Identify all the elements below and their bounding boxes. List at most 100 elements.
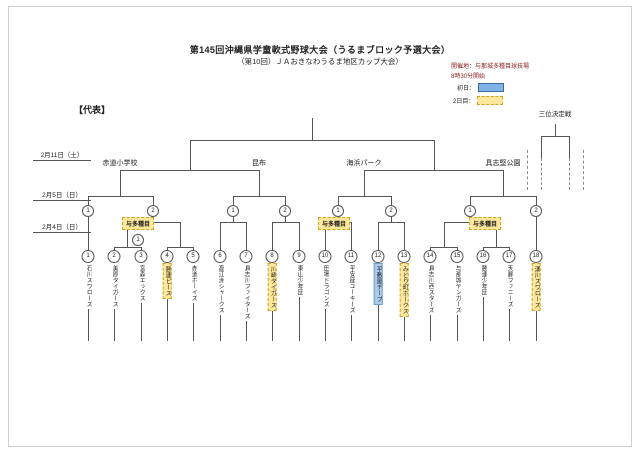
subvenue-box: 与多種目 (317, 217, 351, 230)
bracket-line (434, 140, 435, 171)
tournament-subtitle: （第10回）ＪＡおきなわうるま地区カップ大会） (237, 57, 403, 66)
bracket-line (378, 222, 405, 223)
bracket-line (127, 222, 128, 248)
team-name: 湧川スワローズ (531, 263, 541, 311)
bracket-line (272, 222, 300, 223)
team-name: みどり町ホークス (399, 263, 409, 317)
team-seed: 10 (318, 250, 332, 263)
team-name: 平安座ユーキーズ (347, 263, 355, 315)
game-number: 2 (530, 205, 542, 217)
team-name: 赤道ボーイズ (189, 263, 197, 303)
venue-label: 昆布 (250, 158, 268, 168)
game-number: 2 (385, 205, 397, 217)
third-place-label: 三位決定戦 (538, 111, 572, 118)
team-seed: 15 (450, 250, 464, 263)
team-seed: 2 (107, 250, 121, 263)
bracket-line (167, 247, 194, 248)
bracket-line-dashed (541, 158, 542, 190)
date-final: 2月11日（土） (33, 149, 91, 161)
team-name: 勝連ビース (162, 263, 172, 299)
bracket-line (180, 222, 181, 248)
bracket-line (120, 170, 121, 197)
sheet-border (8, 6, 632, 447)
team-name: 具志川西スターズ (426, 263, 434, 315)
legend-day1: 初日： (457, 83, 505, 92)
bracket-line (233, 196, 286, 197)
venue-note: 開催地：与那城多種目球技場 (451, 64, 530, 70)
team-name: 川崎タイガース (267, 263, 277, 311)
bracket-line (190, 140, 191, 171)
team-seed: 12 (371, 250, 385, 263)
bracket-line (496, 222, 497, 248)
team-seed: 14 (423, 250, 437, 263)
game-number: 1 (82, 205, 94, 217)
representative-label: 【代表】 (74, 105, 111, 115)
venue-label: 海浜パーク (344, 158, 384, 168)
bracket-line (312, 118, 313, 141)
game-number: 1 (332, 205, 344, 217)
team-seed: 3 (134, 250, 148, 263)
venue-label: 具志堅公園 (483, 158, 523, 168)
bracket-line (555, 124, 556, 137)
team-name: 美原タイガース (110, 263, 118, 309)
team-seed: 7 (239, 250, 253, 263)
game-number: 2 (279, 205, 291, 217)
venue-label: 赤道小学校 (100, 158, 140, 168)
team-seed: 17 (502, 250, 516, 263)
legend-day1-label: 初日： (457, 86, 476, 92)
start-time-note: 8時30分開始 (451, 74, 486, 81)
bracket-line (444, 222, 445, 248)
team-name: 与那城ヤンガーズ (453, 263, 461, 315)
bracket-line (88, 196, 154, 197)
bracket-line (541, 136, 570, 137)
bracket-line (430, 247, 458, 248)
bracket-line (470, 196, 537, 197)
bracket-line (364, 170, 365, 197)
team-seed: 1 (81, 250, 95, 263)
team-seed: 4 (160, 250, 174, 263)
legend-day2-swatch (477, 96, 504, 105)
bracket-line-dashed (569, 158, 570, 190)
event-info: 開催地：与那城多種目球技場 8時30分開始 (451, 62, 529, 82)
bracket-line (338, 196, 392, 197)
bracket-line (503, 170, 504, 197)
team-name: 東山少年団 (295, 263, 303, 297)
team-seed: 8 (265, 250, 279, 263)
team-seed: 9 (292, 250, 306, 263)
team-name: 勝連少年団 (479, 263, 487, 297)
team-name: 高江洲シャークス (216, 263, 224, 315)
bracket-line (541, 136, 542, 159)
bracket-line (259, 170, 260, 197)
game-number: 1 (464, 205, 476, 217)
subvenue-box: 与多種目 (468, 217, 502, 230)
tournament-title: 第145回沖縄県学童軟式野球大会（うるまブロック予選大会） (189, 45, 451, 55)
bracket-line (364, 170, 504, 171)
team-seed: 16 (476, 250, 490, 263)
date-first-round: 2月4日（日） (33, 221, 91, 233)
bracket-line (190, 140, 435, 141)
legend-day1-swatch (478, 83, 505, 92)
game-number: 1 (132, 234, 144, 246)
bracket-line (120, 170, 260, 171)
bracket-line-dashed (583, 150, 584, 190)
team-name: 具志川ファイターズ (242, 263, 250, 321)
game-number: 2 (147, 205, 159, 217)
bracket-line-dashed (527, 150, 528, 190)
subvenue-box: 与多種目 (121, 217, 155, 230)
bracket-line (483, 247, 510, 248)
team-seed: 5 (186, 250, 200, 263)
date-semifinal: 2月5日（日） (33, 189, 91, 201)
team-seed: 13 (397, 250, 411, 263)
team-name: 石川スワローズ (84, 263, 92, 309)
bracket-line (114, 247, 142, 248)
team-name: 宮森エックス (137, 263, 145, 303)
legend-day2-label: 2日目： (453, 99, 475, 105)
team-seed: 6 (213, 250, 227, 263)
team-seed: 11 (344, 250, 358, 263)
bracket-line (569, 136, 570, 159)
legend-day2: 2日目： (453, 96, 504, 105)
team-seed: 18 (529, 250, 543, 263)
bracket-line (220, 222, 247, 223)
team-name: 平敷屋チーブ (373, 263, 383, 305)
